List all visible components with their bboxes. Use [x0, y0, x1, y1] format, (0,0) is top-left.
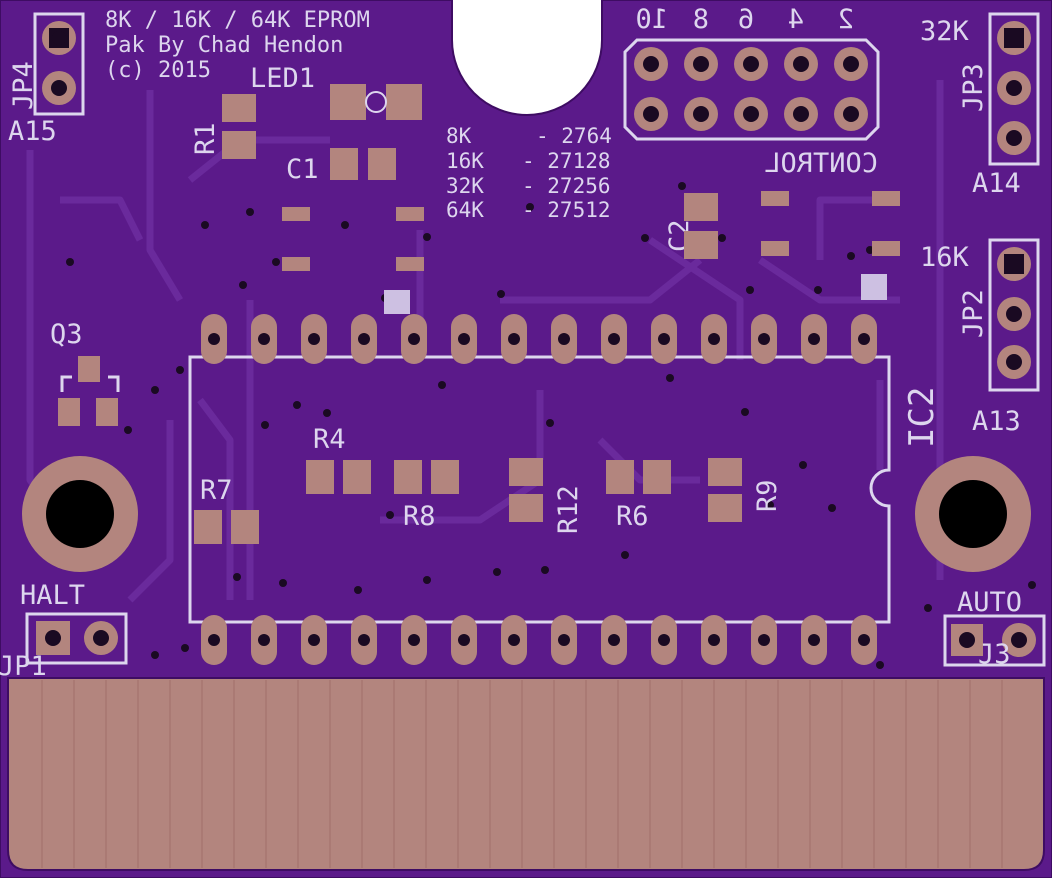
control-pin-8: 8 [693, 4, 709, 35]
jp2-outline [988, 238, 1040, 392]
control-pin-6: 6 [738, 4, 754, 35]
table-size-8k: 8K [446, 124, 472, 148]
r9-label: R9 [752, 479, 783, 512]
test-pad-right [861, 274, 887, 300]
k32-label: 32K [920, 16, 970, 47]
c1-pad-1 [330, 148, 358, 180]
title-line-3: (c) 2015 [105, 58, 211, 83]
j3-label: J3 [978, 639, 1011, 670]
jp3-pads [997, 21, 1031, 155]
ic2-pin-holes-top [208, 333, 870, 345]
jp1-hole-2 [93, 630, 109, 646]
r6-pad-1 [606, 460, 634, 494]
jp3-outline [988, 12, 1040, 166]
k16-label: 16K [920, 242, 970, 273]
r8-pad-1 [394, 460, 422, 494]
table-part-16k: - 27128 [522, 149, 611, 173]
ic2-pin-holes-bottom [208, 634, 870, 646]
r12-pad-2 [509, 494, 543, 522]
q3-pad-1 [78, 356, 100, 382]
a14-label: A14 [972, 168, 1021, 199]
q3-label: Q3 [50, 319, 83, 350]
table-part-8k: - 2764 [536, 124, 612, 148]
r8-pad-2 [431, 460, 459, 494]
jp4-pads [42, 21, 76, 105]
r1-pad-2 [222, 131, 256, 159]
jp1-outline [25, 612, 128, 665]
jp4-label: JP4 [8, 61, 39, 110]
title-line-2: Pak By Chad Hendon [105, 33, 343, 58]
ic2-outline [188, 355, 891, 624]
r1-label: R1 [190, 122, 221, 155]
halt-label: HALT [20, 580, 85, 611]
table-size-64k: 64K [446, 198, 484, 222]
r12-pad-1 [509, 458, 543, 486]
mounting-hole-right [915, 456, 1031, 572]
c1-label: C1 [286, 154, 319, 185]
r4-pad-2 [343, 460, 371, 494]
control-header [623, 38, 880, 141]
control-label: CONTROL [764, 148, 878, 179]
a15-label: A15 [8, 116, 57, 147]
r1-pad-1 [222, 94, 256, 122]
jp4-outline [33, 12, 85, 116]
r9-pad-1 [708, 458, 742, 486]
table-part-64k: - 27512 [522, 198, 611, 222]
q3-pad-3 [96, 398, 118, 426]
r9-pad-2 [708, 494, 742, 522]
led1-pad-1 [330, 84, 366, 120]
r4-label: R4 [313, 424, 346, 455]
jp3-label: JP3 [958, 63, 989, 112]
j3-hole-1 [959, 632, 975, 648]
table-size-16k: 16K [446, 149, 484, 173]
r8-label: R8 [403, 501, 436, 532]
r12-label: R12 [553, 485, 584, 534]
c2-pad-1 [684, 193, 718, 221]
jp1-label: JP1 [0, 651, 47, 682]
jp2-label: JP2 [958, 289, 989, 338]
auto-label: AUTO [957, 587, 1022, 618]
r7-pad-1 [194, 510, 222, 544]
j3-hole-2 [1011, 632, 1027, 648]
q3-outline [60, 375, 120, 392]
r6-label: R6 [616, 501, 649, 532]
j3-outline [943, 614, 1046, 667]
table-size-32k: 32K [446, 174, 484, 198]
title-line-1: 8K / 16K / 64K EPROM [105, 8, 370, 33]
eprom-table: 8K - 2764 16K - 27128 32K - 27256 64K - … [446, 124, 612, 222]
control-pin-2: 2 [838, 4, 854, 35]
u3-pads [761, 191, 900, 256]
table-part-32k: - 27256 [522, 174, 611, 198]
r4-pad-1 [306, 460, 334, 494]
jp2-pads [997, 247, 1031, 379]
r7-pad-2 [231, 510, 259, 544]
led1-label: LED1 [250, 63, 315, 94]
q3-pad-2 [58, 398, 80, 426]
r7-label: R7 [200, 475, 233, 506]
ic2-label: IC2 [902, 387, 942, 448]
test-pad-left [384, 290, 410, 314]
a13-label: A13 [972, 406, 1021, 437]
c2-pad-2 [684, 231, 718, 259]
mounting-hole-left [22, 456, 138, 572]
jp1-hole-1 [45, 630, 61, 646]
led1-pad-2 [386, 84, 422, 120]
led1-outline [365, 91, 387, 113]
u1-pads [282, 207, 424, 271]
edge-connector [7, 677, 1045, 871]
control-pin-10: 10 [635, 4, 668, 35]
c1-pad-2 [368, 148, 396, 180]
r6-pad-2 [643, 460, 671, 494]
control-pin-4: 4 [788, 4, 804, 35]
